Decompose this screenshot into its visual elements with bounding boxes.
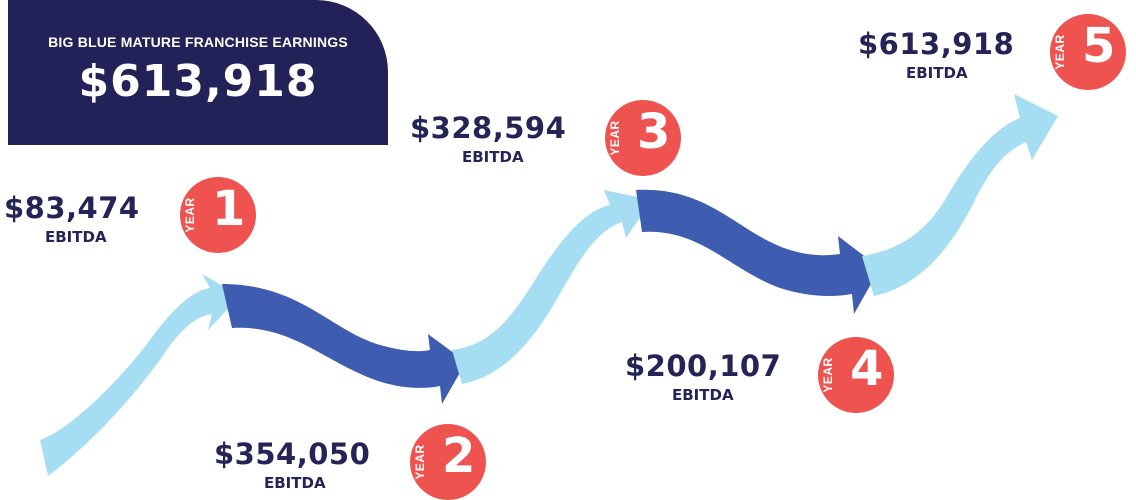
year-5-label: YEAR	[1053, 34, 1067, 70]
year-2-amount: $354,050	[214, 437, 371, 471]
arrow-segment-year-4	[636, 189, 880, 314]
year-3-amount: $328,594	[410, 111, 567, 145]
year-3-badge: YEAR 3	[605, 100, 681, 176]
earnings-banner: BIG BLUE MATURE FRANCHISE EARNINGS $613,…	[8, 0, 388, 145]
year-1-number: 1	[212, 181, 246, 237]
year-2-label: YEAR	[413, 444, 427, 480]
year-1-amount: $83,474	[4, 191, 140, 225]
year-4-amount: $200,107	[625, 349, 782, 383]
arrow-segment-year-3	[452, 190, 652, 384]
year-4-number: 4	[850, 341, 884, 397]
year-4-metric: EBITDA	[672, 386, 734, 404]
year-2-badge: YEAR 2	[410, 424, 486, 500]
year-3-metric: EBITDA	[462, 148, 524, 166]
year-5-badge: YEAR 5	[1050, 14, 1126, 90]
banner-value: $613,918	[78, 56, 318, 107]
year-3-label: YEAR	[608, 120, 622, 156]
arrow-segment-year-1	[40, 274, 240, 476]
year-2-metric: EBITDA	[264, 474, 326, 492]
year-1-metric: EBITDA	[45, 228, 107, 246]
arrow-segment-year-5	[862, 94, 1058, 296]
arrow-segment-year-2	[222, 284, 466, 404]
year-5-metric: EBITDA	[906, 64, 968, 82]
year-3-number: 3	[637, 104, 671, 160]
year-1-badge: YEAR 1	[180, 177, 256, 253]
year-4-badge: YEAR 4	[818, 337, 894, 413]
year-5-amount: $613,918	[858, 27, 1015, 61]
year-5-number: 5	[1082, 18, 1116, 74]
year-1-label: YEAR	[183, 197, 197, 233]
year-2-number: 2	[442, 428, 476, 484]
year-4-label: YEAR	[821, 357, 835, 393]
banner-subtitle: BIG BLUE MATURE FRANCHISE EARNINGS	[48, 34, 348, 50]
